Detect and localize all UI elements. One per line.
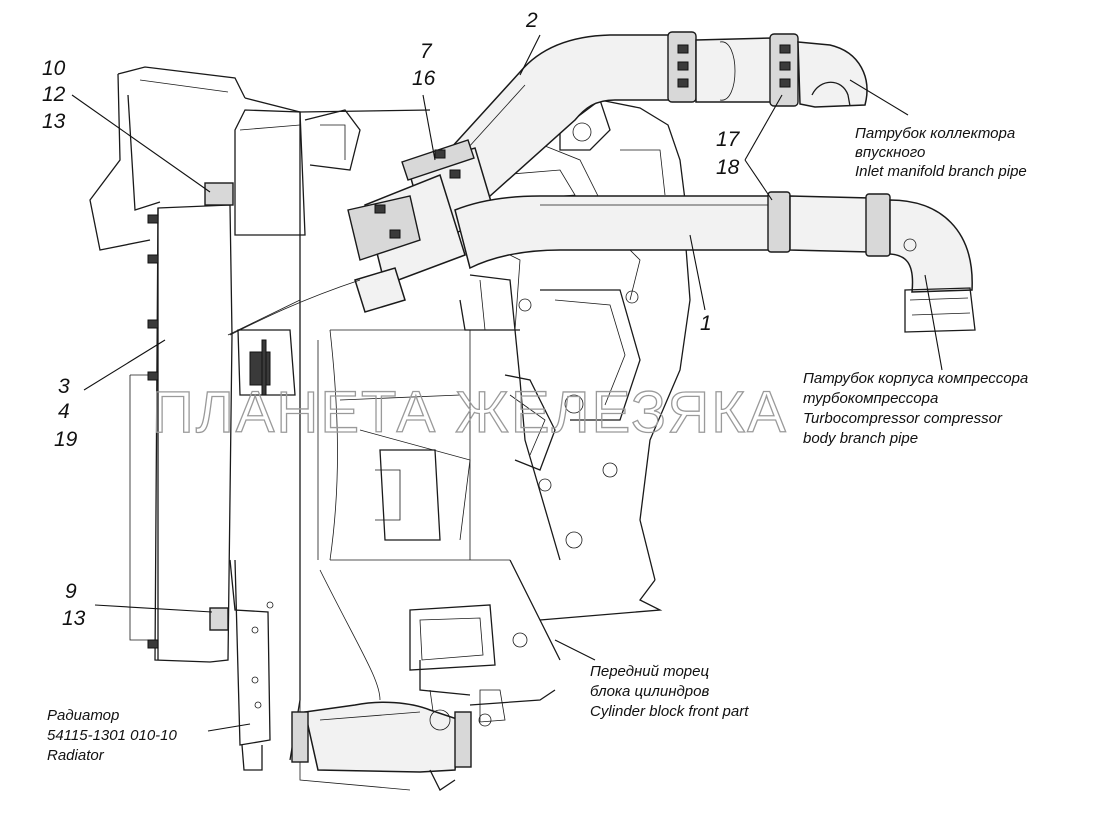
- callout-1: 1: [700, 312, 712, 335]
- callout-19: 19: [54, 428, 78, 451]
- callout-9: 9: [65, 580, 77, 603]
- flex-joint: [229, 139, 496, 336]
- svg-text:впускного: впускного: [855, 144, 925, 161]
- svg-text:Патрубок корпуса компрессора: Патрубок корпуса компрессора: [803, 370, 1028, 387]
- caption-radiator: Радиатор 54115-1301 010-10 Radiator: [47, 707, 177, 764]
- svg-text:Turbocompressor compressor: Turbocompressor compressor: [803, 410, 1003, 427]
- air-box: [204, 109, 361, 396]
- lower-outlet: [291, 701, 472, 791]
- callout-numbers: 10 12 13 7 16 2 17 18 1 3 4 19 9 13: [42, 9, 741, 630]
- callout-16: 16: [412, 67, 436, 90]
- svg-text:Radiator: Radiator: [47, 747, 105, 764]
- callout-7: 7: [420, 40, 433, 63]
- svg-text:body branch pipe: body branch pipe: [803, 430, 918, 447]
- callout-2: 2: [525, 9, 538, 32]
- svg-text:Cylinder block front part: Cylinder block front part: [590, 703, 749, 720]
- callout-12: 12: [42, 83, 66, 106]
- callout-17: 17: [716, 128, 741, 151]
- radiator: [129, 204, 301, 771]
- callout-13-lower: 13: [62, 607, 86, 630]
- caption-cylinder-block: Передний торец блока цилиндров Cylinder …: [590, 663, 749, 720]
- caption-turbo-compressor: Патрубок корпуса компрессора турбокомпре…: [803, 370, 1028, 447]
- svg-text:блока цилиндров: блока цилиндров: [590, 683, 709, 700]
- pipe-lower: [454, 191, 976, 333]
- callout-13: 13: [42, 110, 66, 133]
- svg-text:54115-1301 010-10: 54115-1301 010-10: [47, 727, 177, 744]
- svg-text:Передний торец: Передний торец: [590, 663, 709, 680]
- svg-text:турбокомпрессора: турбокомпрессора: [803, 390, 938, 407]
- pipe-upper: [438, 31, 868, 207]
- svg-text:Патрубок коллектора: Патрубок коллектора: [855, 125, 1015, 142]
- leader-lines: [71, 34, 943, 732]
- callout-18: 18: [716, 156, 740, 179]
- watermark: ПЛАНЕТА ЖЕЛЕЗЯКА: [152, 380, 788, 445]
- svg-text:Радиатор: Радиатор: [47, 707, 119, 724]
- caption-inlet-manifold: Патрубок коллектора впускного Inlet mani…: [855, 125, 1027, 180]
- svg-text:Inlet manifold branch pipe: Inlet manifold branch pipe: [855, 163, 1027, 180]
- cab-corner: [89, 66, 301, 251]
- callout-3: 3: [58, 375, 70, 398]
- engine-block: [289, 98, 691, 791]
- callout-10: 10: [42, 57, 66, 80]
- callout-4: 4: [58, 400, 70, 423]
